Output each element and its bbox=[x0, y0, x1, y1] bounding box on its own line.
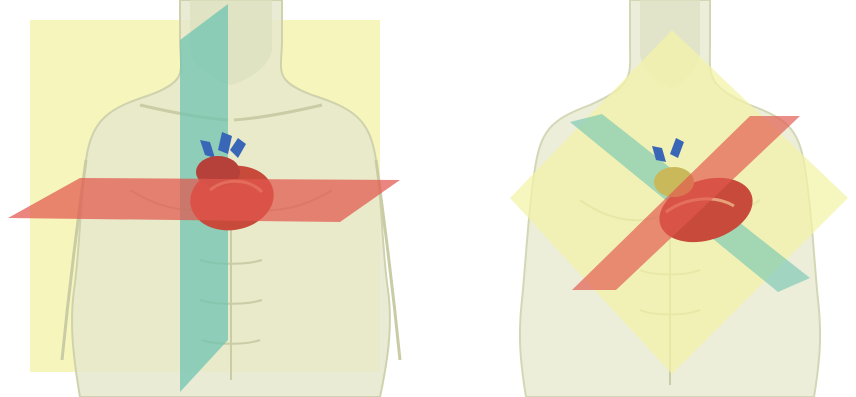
right-illustration bbox=[430, 0, 856, 397]
right-panel-cardiac-planes bbox=[430, 0, 856, 397]
left-illustration bbox=[0, 0, 430, 397]
left-panel-orthogonal-planes bbox=[0, 0, 430, 397]
